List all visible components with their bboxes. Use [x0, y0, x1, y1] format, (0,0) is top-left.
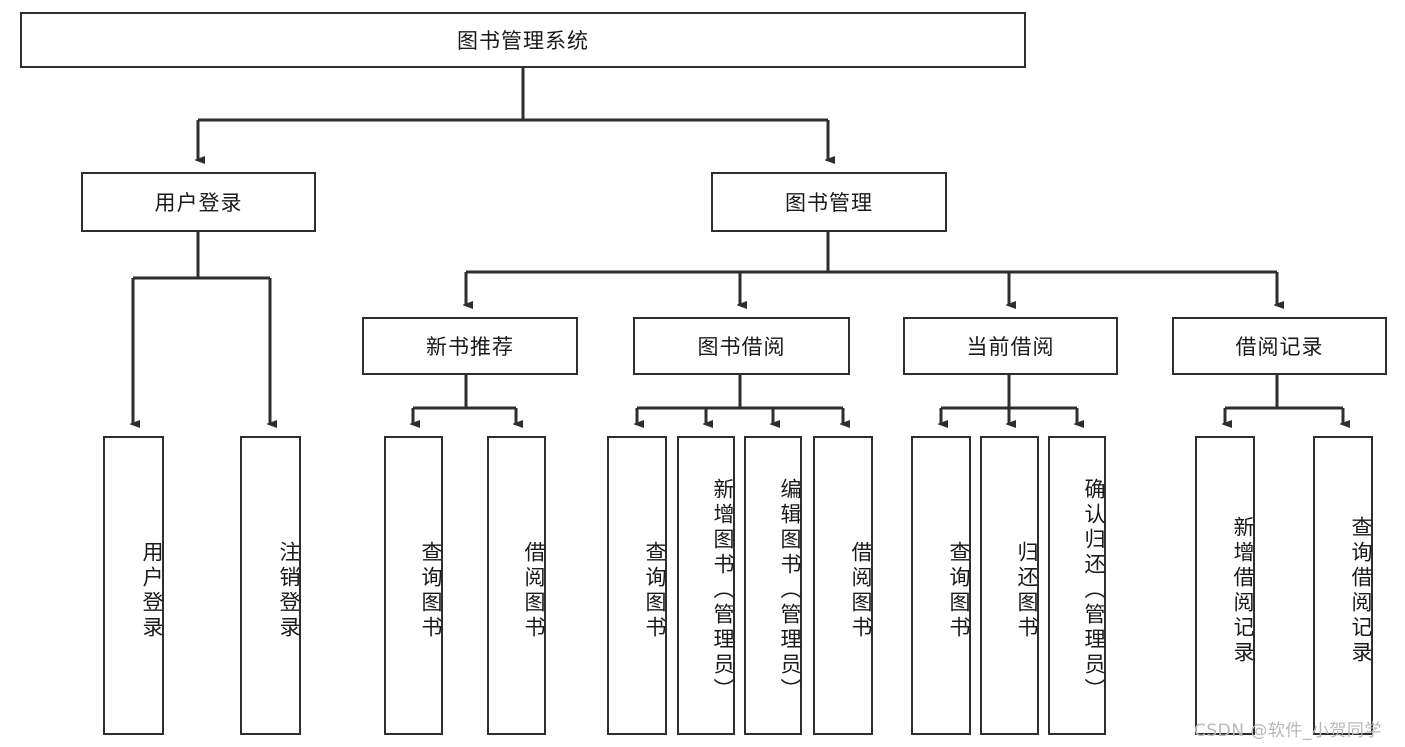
- watermark: CSDN @软件_小贺同学: [1194, 721, 1382, 741]
- leaf-borrow-book-1-label: 借阅图书: [522, 540, 546, 641]
- leaf-add-record-label: 新增借阅记录: [1231, 515, 1255, 666]
- leaf-confirm-return[interactable]: 确认归还（管理员）: [1048, 436, 1106, 735]
- node-root-label: 图书管理系统: [457, 29, 589, 53]
- leaf-borrow-book-2-label: 借阅图书: [849, 540, 873, 641]
- node-book-borrow[interactable]: 图书借阅: [633, 317, 850, 375]
- node-book-borrow-label: 图书借阅: [697, 335, 786, 359]
- node-current-borrow[interactable]: 当前借阅: [903, 317, 1118, 375]
- node-borrow-record[interactable]: 借阅记录: [1172, 317, 1387, 375]
- node-user-login[interactable]: 用户登录: [81, 172, 316, 232]
- leaf-user-login-label: 用户登录: [140, 540, 164, 641]
- leaf-query-book-2-label: 查询图书: [643, 540, 667, 641]
- leaf-query-book-3[interactable]: 查询图书: [911, 436, 971, 735]
- node-user-login-label: 用户登录: [154, 191, 243, 215]
- node-borrow-record-label: 借阅记录: [1235, 335, 1324, 359]
- leaf-query-book-2[interactable]: 查询图书: [607, 436, 667, 735]
- leaf-query-record[interactable]: 查询借阅记录: [1313, 436, 1373, 735]
- leaf-borrow-book-1[interactable]: 借阅图书: [487, 436, 546, 735]
- node-new-book-recommend-label: 新书推荐: [426, 335, 514, 359]
- leaf-borrow-book-2[interactable]: 借阅图书: [813, 436, 873, 735]
- leaf-return-book[interactable]: 归还图书: [980, 436, 1039, 735]
- node-new-book-recommend[interactable]: 新书推荐: [362, 317, 578, 375]
- node-current-borrow-label: 当前借阅: [966, 335, 1055, 359]
- leaf-return-book-label: 归还图书: [1015, 540, 1039, 641]
- leaf-add-book[interactable]: 新增图书（管理员）: [677, 436, 735, 735]
- node-book-manage[interactable]: 图书管理: [711, 172, 947, 232]
- leaf-add-record[interactable]: 新增借阅记录: [1195, 436, 1255, 735]
- leaf-user-logout-label: 注销登录: [277, 540, 301, 641]
- leaf-query-record-label: 查询借阅记录: [1349, 515, 1373, 666]
- leaf-query-book-1[interactable]: 查询图书: [384, 436, 443, 735]
- leaf-add-book-label: 新增图书（管理员）: [711, 478, 735, 703]
- leaf-edit-book[interactable]: 编辑图书（管理员）: [744, 436, 802, 735]
- leaf-query-book-1-label: 查询图书: [419, 540, 443, 641]
- leaf-edit-book-label: 编辑图书（管理员）: [778, 478, 802, 703]
- leaf-query-book-3-label: 查询图书: [947, 540, 971, 641]
- node-book-manage-label: 图书管理: [785, 191, 873, 215]
- leaf-user-logout[interactable]: 注销登录: [240, 436, 301, 735]
- leaf-user-login[interactable]: 用户登录: [103, 436, 164, 735]
- node-root[interactable]: 图书管理系统: [20, 12, 1026, 68]
- leaf-confirm-return-label: 确认归还（管理员）: [1082, 478, 1106, 703]
